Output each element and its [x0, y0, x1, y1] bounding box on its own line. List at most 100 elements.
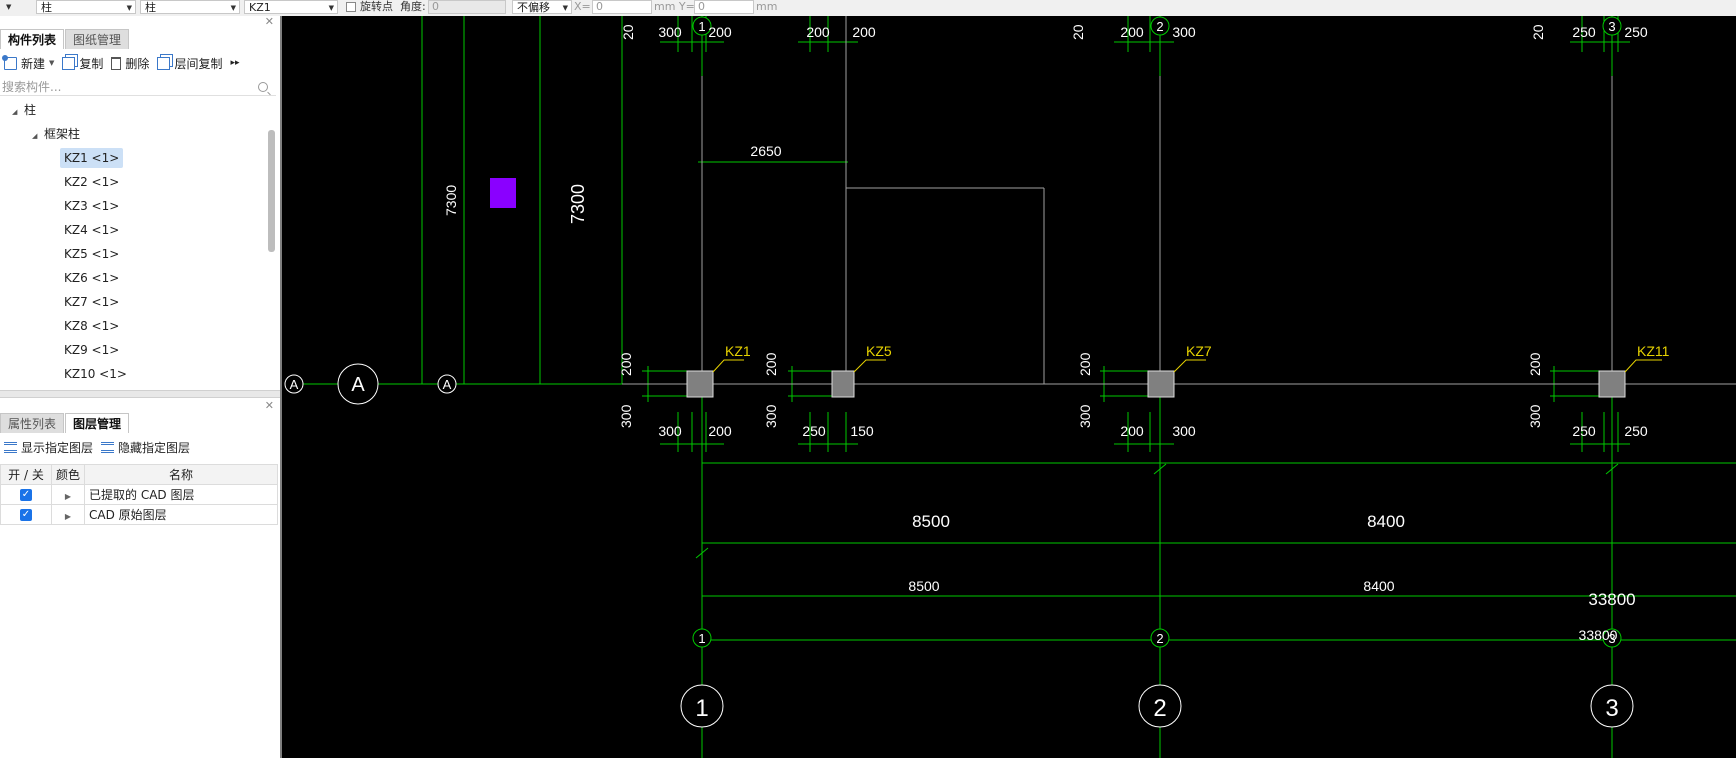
tree-item[interactable]: KZ10 <1> [64, 367, 127, 381]
close-icon[interactable]: ✕ [264, 15, 274, 28]
expand-arrow-icon[interactable]: ▶ [64, 511, 72, 521]
layer-color-cell[interactable]: ▶ [51, 484, 85, 505]
hide-layer-button[interactable]: 隐藏指定图层 [97, 437, 194, 457]
expand-icon[interactable]: ◢ [12, 108, 18, 116]
dim-text: 200 [1077, 352, 1093, 376]
panel-splitter[interactable] [0, 390, 280, 398]
top-toolbar: ▼ 柱▼ 柱▼ KZ1▼ 旋转点 角度: 0 不偏移▼ X= 0 mm Y= 0… [0, 0, 1736, 17]
show-layer-label: 显示指定图层 [21, 440, 94, 455]
dim-text: 300 [763, 404, 779, 428]
rotate-checkbox[interactable] [346, 2, 356, 12]
selection-marker[interactable] [490, 178, 516, 208]
dimension-lines [300, 16, 1736, 758]
expand-arrow-icon[interactable]: ▶ [64, 491, 72, 501]
dim-text: 300 [1527, 404, 1543, 428]
columns[interactable] [686, 370, 1626, 398]
dim-text: 200 [708, 24, 732, 40]
angle-label: 角度: [400, 0, 426, 13]
layer-color-cell[interactable]: ▶ [51, 504, 85, 525]
trash-icon [111, 56, 122, 70]
cad-drawing[interactable]: KZ1 KZ5 KZ7 KZ11 A A A 1 2 3 1 2 3 1 2 3… [282, 16, 1736, 758]
column-header: 开 / 关 [0, 464, 52, 485]
dim-text-8500-small: 8500 [908, 578, 939, 594]
chevron-down-icon[interactable]: ▼ [49, 59, 55, 67]
delete-button[interactable]: 删除 [107, 53, 153, 73]
tree-item[interactable]: KZ7 <1> [64, 295, 120, 309]
cut-dim-text: 20 [1530, 24, 1546, 40]
grid-axis-label: 1 [698, 631, 705, 646]
checkbox-checked-icon[interactable]: ✓ [20, 509, 32, 521]
subtype-select[interactable]: 柱▼ [140, 0, 240, 14]
dim-text-7300-large: 7300 [568, 184, 588, 224]
more-icon[interactable]: ▸▸ [230, 58, 240, 68]
hide-layer-label: 隐藏指定图层 [118, 440, 191, 455]
scrollbar[interactable] [268, 130, 275, 252]
dim-text: 200 [763, 352, 779, 376]
table-row[interactable]: ✓ ▶ 已提取的 CAD 图层 [0, 484, 278, 505]
checkbox-checked-icon[interactable]: ✓ [20, 489, 32, 501]
component-panel-tabs: 构件列表 图纸管理 [0, 29, 130, 49]
dropdown-arrow-icon[interactable]: ▼ [6, 3, 12, 11]
offset-select[interactable]: 不偏移▼ [512, 0, 572, 14]
delete-button-label: 删除 [125, 56, 150, 71]
grid-axis-label: 3 [1608, 631, 1615, 646]
y-label: mm Y= [654, 0, 695, 13]
type-select[interactable]: 柱▼ [36, 0, 136, 14]
dim-text: 300 [1077, 404, 1093, 428]
dim-text: 150 [850, 423, 874, 439]
search-icon[interactable] [258, 82, 268, 92]
component-select[interactable]: KZ1▼ [244, 0, 338, 14]
layer-table: 开 / 关 颜色 名称 ✓ ▶ 已提取的 CAD 图层 ✓ ▶ CAD 原始图层 [0, 464, 278, 525]
column-kz1[interactable] [686, 370, 714, 398]
tree-item[interactable]: KZ5 <1> [64, 247, 120, 261]
search-placeholder: 搜索构件... [2, 80, 62, 94]
dim-text: 250 [1572, 423, 1596, 439]
layer-toggle-cell[interactable]: ✓ [0, 484, 52, 505]
tab-drawing-manage[interactable]: 图纸管理 [65, 29, 130, 49]
expand-icon[interactable]: ◢ [32, 132, 38, 140]
new-icon [2, 54, 17, 70]
column-kz7[interactable] [1147, 370, 1175, 398]
show-layer-button[interactable]: 显示指定图层 [0, 437, 97, 457]
tree-item[interactable]: KZ4 <1> [64, 223, 120, 237]
offset-select-value: 不偏移 [517, 1, 550, 14]
y-input[interactable]: 0 [694, 0, 754, 14]
search-input[interactable]: 搜索构件... [0, 78, 276, 96]
layer-toggle-cell[interactable]: ✓ [0, 504, 52, 525]
tree-item[interactable]: KZ2 <1> [64, 175, 120, 189]
row-axis-label: A [351, 374, 365, 396]
dim-text: 300 [618, 404, 634, 428]
tab-component-list[interactable]: 构件列表 [0, 29, 65, 49]
type-select-value: 柱 [41, 1, 52, 14]
tree-root[interactable]: ◢柱 [12, 100, 36, 120]
column-label: KZ5 [866, 343, 892, 359]
tab-layer-manage[interactable]: 图层管理 [65, 413, 130, 433]
dim-text: 200 [1120, 24, 1144, 40]
tree-item[interactable]: KZ3 <1> [64, 199, 120, 213]
angle-input[interactable]: 0 [428, 0, 506, 14]
floor-copy-button-label: 层间复制 [174, 56, 223, 71]
column-kz11[interactable] [1598, 370, 1626, 398]
dim-text: 300 [1172, 423, 1196, 439]
close-icon[interactable]: ✕ [264, 399, 274, 412]
floor-copy-button[interactable]: 层间复制 [153, 53, 226, 73]
tree-item[interactable]: KZ8 <1> [64, 319, 120, 333]
tree-item[interactable]: KZ6 <1> [64, 271, 120, 285]
table-row[interactable]: ✓ ▶ CAD 原始图层 [0, 504, 278, 525]
cad-canvas[interactable]: KZ1 KZ5 KZ7 KZ11 A A A 1 2 3 1 2 3 1 2 3… [282, 16, 1736, 758]
column-header: 名称 [84, 464, 278, 485]
tree-item[interactable]: KZ1 <1> [60, 148, 124, 168]
axis-small-bubbles [692, 16, 1622, 648]
layer-table-header: 开 / 关 颜色 名称 [0, 464, 278, 485]
new-button[interactable]: 新建▼ [0, 53, 58, 73]
tree-item[interactable]: KZ9 <1> [64, 343, 120, 357]
layers-icon [101, 441, 115, 453]
copy-button[interactable]: 复制 [58, 53, 107, 73]
x-input[interactable]: 0 [592, 0, 652, 14]
tree-group[interactable]: ◢ 框架柱 [32, 124, 80, 144]
tab-property-list[interactable]: 属性列表 [0, 413, 65, 433]
column-kz5[interactable] [831, 370, 855, 398]
layer-name: 已提取的 CAD 图层 [84, 484, 278, 505]
column-header: 颜色 [51, 464, 85, 485]
tree-group-label: 框架柱 [44, 127, 81, 141]
